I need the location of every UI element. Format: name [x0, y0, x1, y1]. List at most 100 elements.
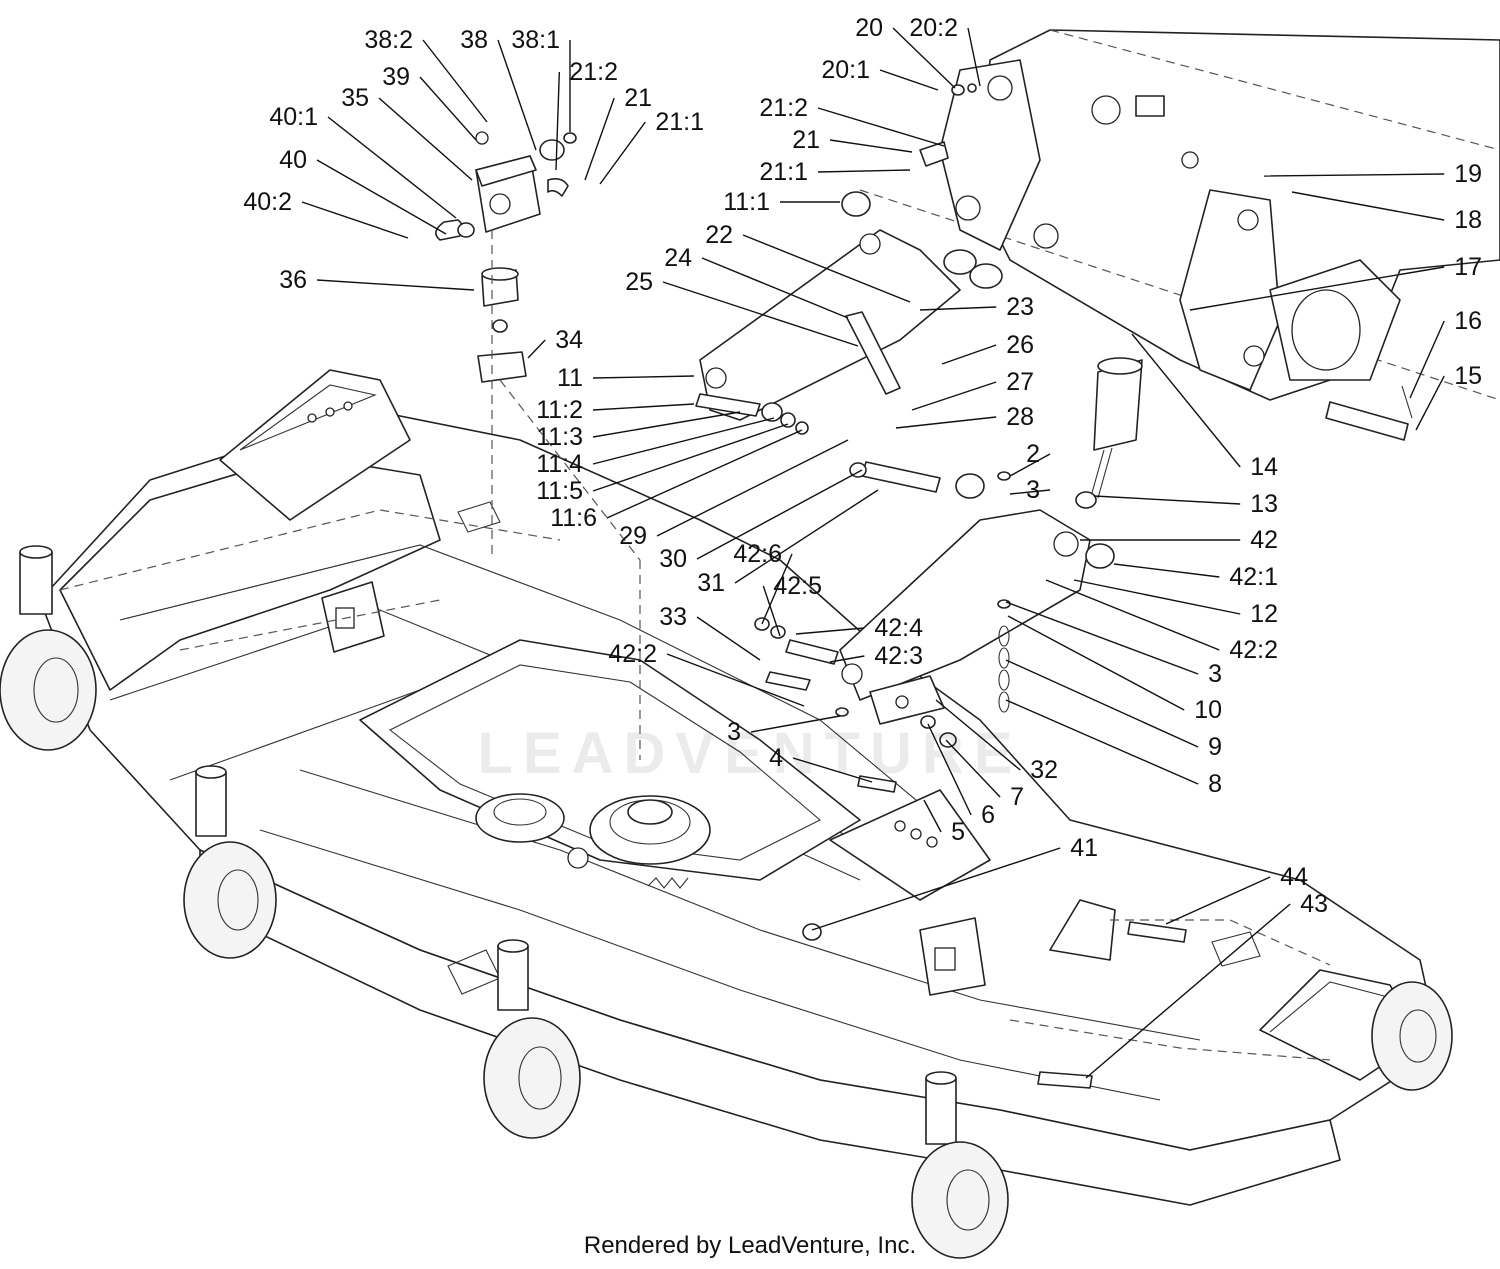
leader-line [1005, 699, 1199, 785]
callout-label: 15 [1454, 362, 1482, 390]
callout-label: 38 [460, 26, 488, 54]
leader-line [1131, 333, 1241, 468]
leader-line [327, 116, 457, 219]
callout-label: 32 [1030, 756, 1058, 784]
callout-label: 8 [1208, 770, 1222, 798]
callout-label: 13 [1250, 490, 1278, 518]
callout-label: 17 [1454, 253, 1482, 281]
callout-label: 11:1 [723, 188, 770, 216]
callout-label: 42:6 [733, 540, 782, 568]
callout-label: 10 [1194, 696, 1222, 724]
leader-line [316, 279, 475, 291]
leader-line [911, 381, 997, 411]
callout-label: 21 [624, 84, 652, 112]
leader-line [761, 553, 793, 625]
leader-line [829, 655, 865, 663]
leader-line [919, 306, 997, 311]
leader-line [967, 27, 981, 87]
leader-line [592, 375, 695, 379]
callout-label: 42:3 [874, 642, 923, 670]
leader-line [656, 439, 849, 537]
leader-line [1263, 173, 1445, 177]
leader-line [734, 489, 879, 584]
callout-label: 21:1 [655, 108, 704, 136]
callout-label: 16 [1454, 307, 1482, 335]
leader-line [923, 799, 942, 833]
callout-label: 40:1 [269, 103, 318, 131]
leader-line [1009, 453, 1051, 477]
callout-label: 3 [1026, 476, 1040, 504]
leader-line [301, 201, 409, 239]
callout-label: 35 [341, 84, 369, 112]
callout-label: 11 [557, 364, 583, 392]
callout-label: 25 [625, 268, 653, 296]
leader-line [696, 469, 863, 560]
callout-label: 11:6 [550, 504, 597, 532]
leader-line [555, 71, 561, 171]
callout-label: 11:4 [536, 450, 583, 478]
callout-label: 27 [1006, 368, 1034, 396]
leader-line [1415, 375, 1445, 431]
leader-line [892, 27, 956, 89]
leader-line [945, 739, 1001, 798]
leader-line [1085, 903, 1291, 1079]
callout-label: 22 [705, 221, 733, 249]
lift-arms [699, 229, 1115, 725]
leader-line [811, 847, 1061, 931]
caster-wheels [0, 545, 1453, 1259]
callout-label: 26 [1006, 331, 1034, 359]
leader-line [762, 585, 781, 637]
callout-label: 3 [1208, 660, 1222, 688]
callout-label: 14 [1250, 453, 1278, 481]
leader-line [1165, 876, 1271, 925]
leader-line [527, 339, 546, 359]
leader-line [662, 281, 859, 347]
hydraulic-parts [695, 83, 1413, 1089]
callout-label: 42:5 [773, 572, 822, 600]
leader-line [1189, 266, 1445, 311]
leader-line [935, 699, 1021, 771]
callout-label: 34 [555, 326, 583, 354]
leader-line [666, 653, 805, 707]
leader-line [1009, 489, 1051, 495]
leader-line [927, 723, 972, 816]
callout-label: 23 [1006, 293, 1034, 321]
leader-line [795, 627, 865, 635]
leader-line [378, 97, 473, 181]
callout-label: 5 [951, 818, 965, 846]
callout-label: 39 [382, 63, 410, 91]
gearbox-assembly [435, 131, 641, 760]
leader-line [792, 757, 873, 783]
leader-line [750, 715, 841, 733]
leader-line [592, 423, 789, 492]
callout-label: 42:4 [874, 614, 923, 642]
leader-line [1409, 320, 1445, 399]
callout-label: 7 [1010, 783, 1024, 811]
callout-label: 4 [769, 744, 783, 772]
leader-line [1291, 191, 1445, 221]
leader-line [1005, 659, 1199, 748]
callout-label: 19 [1454, 160, 1482, 188]
leader-line [316, 159, 447, 235]
render-credit: Rendered by LeadVenture, Inc. [583, 1232, 917, 1259]
callout-label: 30 [659, 545, 687, 573]
callout-label: 11:3 [536, 423, 583, 451]
leader-line [696, 616, 761, 661]
callout-label: 21 [792, 126, 820, 154]
callout-label: 2 [1026, 440, 1040, 468]
leadventure-watermark: LEADVENTURE [477, 721, 1023, 786]
callout-label: 12 [1250, 600, 1278, 628]
leader-line [606, 429, 803, 519]
callout-label: 38:1 [511, 26, 560, 54]
leader-line [592, 411, 741, 438]
callout-label: 42 [1250, 526, 1278, 554]
callout-label: 6 [981, 801, 995, 829]
callout-label: 21:2 [759, 94, 808, 122]
callout-label: 43 [1300, 890, 1328, 918]
callout-label: 29 [619, 522, 647, 550]
callout-label: 31 [697, 569, 725, 597]
callout-label: 44 [1280, 863, 1308, 891]
leader-line [701, 257, 849, 319]
